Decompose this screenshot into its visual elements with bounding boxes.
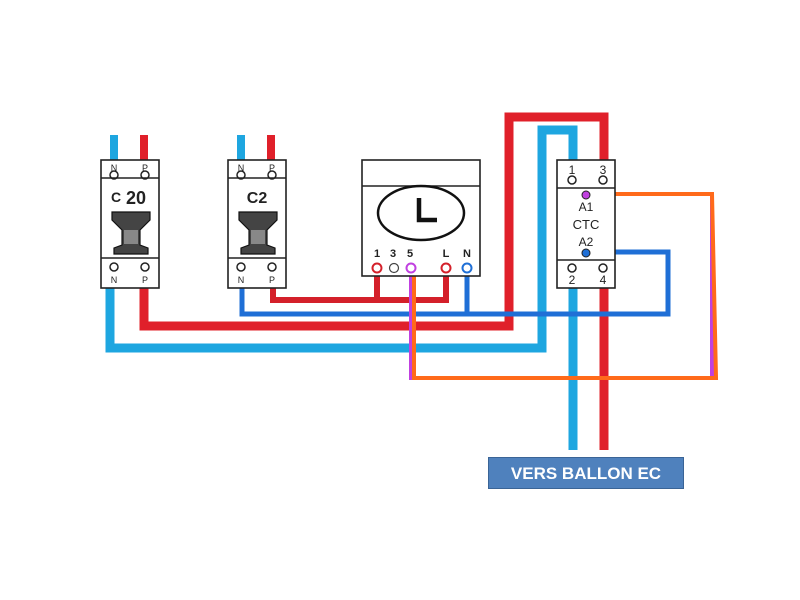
timer-label-1: 1 <box>374 248 380 260</box>
contactor-label-a2: A2 <box>579 235 594 249</box>
timer-label-3: 3 <box>390 248 396 260</box>
contactor-terminal-a2[interactable] <box>581 248 591 258</box>
contactor-terminal-1[interactable] <box>567 175 577 185</box>
contactor-terminal-4[interactable] <box>598 263 608 273</box>
breaker1-top-label-n: N <box>111 163 118 173</box>
timer-label-L: L <box>443 248 450 260</box>
timer-label-N: N <box>463 248 471 260</box>
contactor-label-ctc: CTC <box>573 217 600 232</box>
contactor-label-4: 4 <box>600 273 607 287</box>
breaker1-bottom-label-n: N <box>111 275 118 285</box>
contactor-terminal-2[interactable] <box>567 263 577 273</box>
breaker1-terminal-p-bottom[interactable] <box>140 262 150 272</box>
contactor-terminal-3[interactable] <box>598 175 608 185</box>
breaker1-toggle-icon[interactable] <box>111 211 151 255</box>
timer-terminal-N[interactable] <box>461 262 473 274</box>
breaker2-phase-wire <box>270 270 449 303</box>
breaker2-top-label-p: P <box>269 163 275 173</box>
timer-module: 1 3 5 L N <box>361 159 481 277</box>
breaker1-terminal-p-top[interactable] <box>140 170 150 180</box>
breaker2-terminal-p-bottom[interactable] <box>267 262 277 272</box>
breaker2-toggle-icon[interactable] <box>238 211 278 255</box>
control-wire-orange <box>412 192 719 380</box>
breaker1-neutral-wire <box>105 125 578 353</box>
breaker2-terminal-n-top[interactable] <box>236 170 246 180</box>
breaker1-curve-label: C <box>111 189 121 205</box>
contactor-label-3: 3 <box>600 163 607 177</box>
timer-label-5: 5 <box>407 248 413 260</box>
breaker1-phase-wire <box>139 112 609 331</box>
contactor-label-1: 1 <box>569 163 576 177</box>
breaker1-rating-label: 20 <box>126 188 146 208</box>
breaker2-neutral-wire <box>239 249 671 317</box>
contactor-terminal-a1[interactable] <box>581 190 591 200</box>
breaker2-bottom-label-n: N <box>238 275 245 285</box>
output-destination-label: VERS BALLON EC <box>488 457 684 489</box>
timer-terminal-L[interactable] <box>440 262 452 274</box>
breaker-c2: N P C2 N P <box>227 159 287 289</box>
breaker1-terminal-n-bottom[interactable] <box>109 262 119 272</box>
breaker2-terminal-p-top[interactable] <box>267 170 277 180</box>
breaker2-top-label-n: N <box>238 163 245 173</box>
contactor-ctc: 1 3 A1 CTC A2 2 4 <box>556 159 616 289</box>
contactor-label-a1: A1 <box>579 200 594 214</box>
timer-terminal-1[interactable] <box>371 262 383 274</box>
breaker-c20: N P C 20 N P <box>100 159 160 289</box>
breaker2-terminal-n-bottom[interactable] <box>236 262 246 272</box>
timer-terminal-3[interactable] <box>388 262 400 274</box>
contactor-label-2: 2 <box>569 273 576 287</box>
wires <box>105 112 719 450</box>
timer-terminal-5[interactable] <box>405 262 417 274</box>
breaker1-terminal-n-top[interactable] <box>109 170 119 180</box>
breaker1-top-label-p: P <box>142 163 148 173</box>
breaker1-bottom-label-p: P <box>142 275 148 285</box>
clock-hands-icon <box>416 198 437 223</box>
breaker2-bottom-label-p: P <box>269 275 275 285</box>
breaker2-rating-label: C2 <box>247 190 268 207</box>
